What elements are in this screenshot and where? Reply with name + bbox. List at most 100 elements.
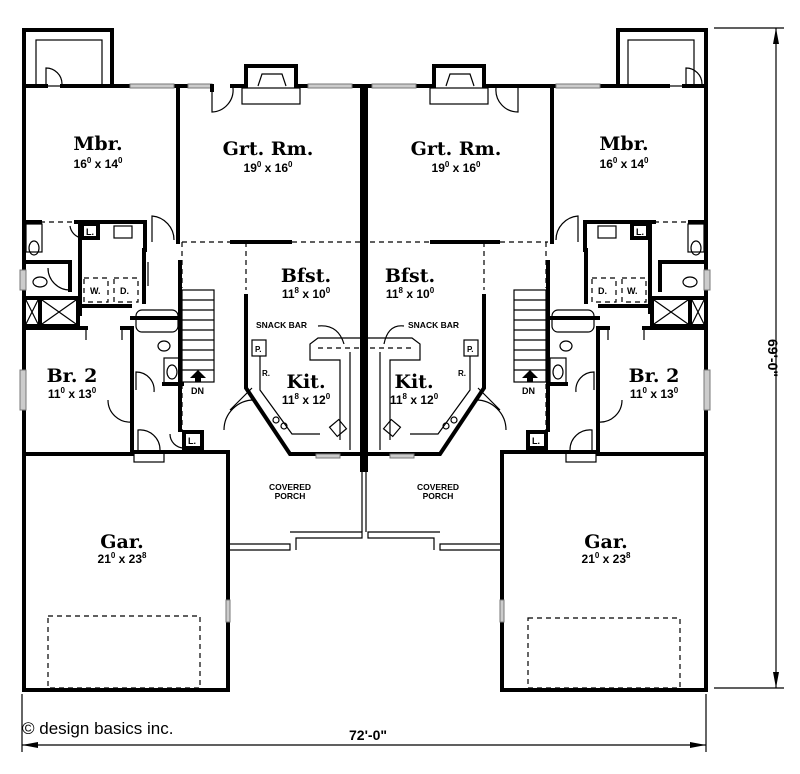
right-mbr-door <box>555 215 579 242</box>
left-tub <box>135 309 179 333</box>
right-patio-door <box>685 67 703 86</box>
right-snack-bar <box>368 337 421 450</box>
left-snack-bar-label: SNACK BAR <box>256 320 307 330</box>
left-hall-closet <box>182 430 204 450</box>
right-patio-slab <box>627 39 695 87</box>
left-fireplace-firebox <box>257 73 287 87</box>
depth-arrow-bottom-icon <box>773 672 779 688</box>
left-br2-wall <box>22 326 134 454</box>
width-arrow-left-icon <box>22 742 38 748</box>
right-fireplace-firebox <box>445 73 475 87</box>
left-snack-bar-leader <box>317 325 345 345</box>
right-porch-label-1: COVERED <box>417 482 459 492</box>
right-stairs <box>513 289 547 383</box>
right-front-door <box>475 387 507 431</box>
left-laundry-bottom <box>78 304 132 316</box>
left-shower-x <box>25 299 77 325</box>
left-lav <box>28 240 40 256</box>
copyright-text: © design basics inc. <box>22 719 173 738</box>
left-mbr-name: Mbr. <box>73 133 122 155</box>
left-garage-window <box>225 599 231 623</box>
right-linen-closet <box>630 222 650 240</box>
left-counter-a <box>259 356 320 435</box>
left-stairs-label: DN <box>191 386 204 396</box>
left-wc-window <box>19 269 27 291</box>
right-br2-wall <box>596 326 708 454</box>
right-dryer-label: D. <box>598 286 607 296</box>
left-pantry <box>251 339 267 357</box>
left-sink <box>113 225 133 239</box>
right-garage-window <box>499 599 505 623</box>
left-porch-rail <box>228 531 363 551</box>
left-garage-door-overhead <box>47 615 201 689</box>
right-mbr-dim: 160 x 140 <box>600 156 650 171</box>
left-hearth <box>241 87 301 105</box>
room-labels: Mbr. 160 x 140 Grt. Rm. 190 x 160 Bfst. … <box>47 133 680 566</box>
left-kitchen-sink <box>328 418 348 438</box>
left-hall-closet-label: L. <box>188 436 196 446</box>
left-hallbath-lav <box>166 364 178 380</box>
right-mbr-name: Mbr. <box>599 133 648 155</box>
right-vanity <box>687 223 705 253</box>
right-porch-label-2: PORCH <box>423 491 454 501</box>
width-dimension-line <box>21 694 707 752</box>
left-mbr-window <box>129 83 175 89</box>
left-hall-openings <box>181 242 247 290</box>
right-fridge-label: R. <box>458 369 466 378</box>
left-kit-dim: 118 x 120 <box>282 392 331 407</box>
depth-arrow-top-icon <box>773 28 779 44</box>
right-grt-door <box>495 87 519 113</box>
left-fireplace <box>244 64 298 88</box>
left-grt-door <box>211 87 234 113</box>
right-linen-label: L. <box>636 227 644 237</box>
right-gar-dim: 210 x 238 <box>582 551 632 566</box>
right-garage-door-overhead <box>527 617 681 689</box>
left-grt-window-a <box>187 83 213 89</box>
left-patio-door <box>45 67 63 86</box>
left-hall-closet-door <box>169 433 185 449</box>
left-br2-name: Br. 2 <box>47 365 98 387</box>
right-kit-name: Kit. <box>394 371 433 393</box>
left-fridge-label: R. <box>262 369 270 378</box>
overall-width-label: 72'-0" <box>349 727 387 743</box>
left-garage-door <box>137 429 161 452</box>
left-pantry-label: P. <box>255 345 262 354</box>
left-toilet <box>32 276 48 288</box>
right-wc-wall <box>658 260 708 292</box>
left-dryer-label: D. <box>120 286 129 296</box>
left-gar-dim: 210 x 238 <box>98 551 148 566</box>
right-sink <box>597 225 617 239</box>
right-br2-window <box>703 369 711 411</box>
left-stair-arrow-icon <box>190 370 206 382</box>
right-stairs-label: DN <box>522 386 535 396</box>
left-kit-name: Kit. <box>286 371 325 393</box>
left-patio-wall <box>22 28 114 88</box>
left-stairs <box>181 289 215 383</box>
left-porch-label-2: PORCH <box>275 491 306 501</box>
left-kitchen-window <box>315 453 341 459</box>
width-arrow-right-icon <box>690 742 706 748</box>
right-wc-window <box>703 269 711 291</box>
right-lav <box>690 240 702 256</box>
right-porch-rail <box>367 531 502 551</box>
right-grt-dim: 190 x 160 <box>432 160 482 175</box>
porch-divider <box>361 470 367 532</box>
left-bfst-dim: 118 x 100 <box>282 286 331 301</box>
left-linen-door <box>69 225 83 239</box>
left-mbr-door <box>151 215 175 242</box>
left-br2-window <box>19 369 27 411</box>
left-br2-dim: 110 x 130 <box>48 386 97 401</box>
right-laundry-walls <box>584 248 652 308</box>
left-front-door <box>223 387 255 431</box>
right-hall-closet-label: L. <box>532 436 540 446</box>
right-washer-label: W. <box>627 286 638 296</box>
left-unit: L. W. D. <box>19 28 364 692</box>
depth-dimension-line <box>714 27 784 689</box>
left-snack-bar <box>309 337 362 450</box>
right-pantry-label: P. <box>467 345 474 354</box>
right-patio-wall <box>616 28 708 88</box>
right-snack-bar-label: SNACK BAR <box>408 320 459 330</box>
dimension-lines: 72'-0" 69'-0" <box>21 27 784 752</box>
right-kit-dim: 118 x 120 <box>390 392 439 407</box>
right-garage-door <box>569 429 593 452</box>
